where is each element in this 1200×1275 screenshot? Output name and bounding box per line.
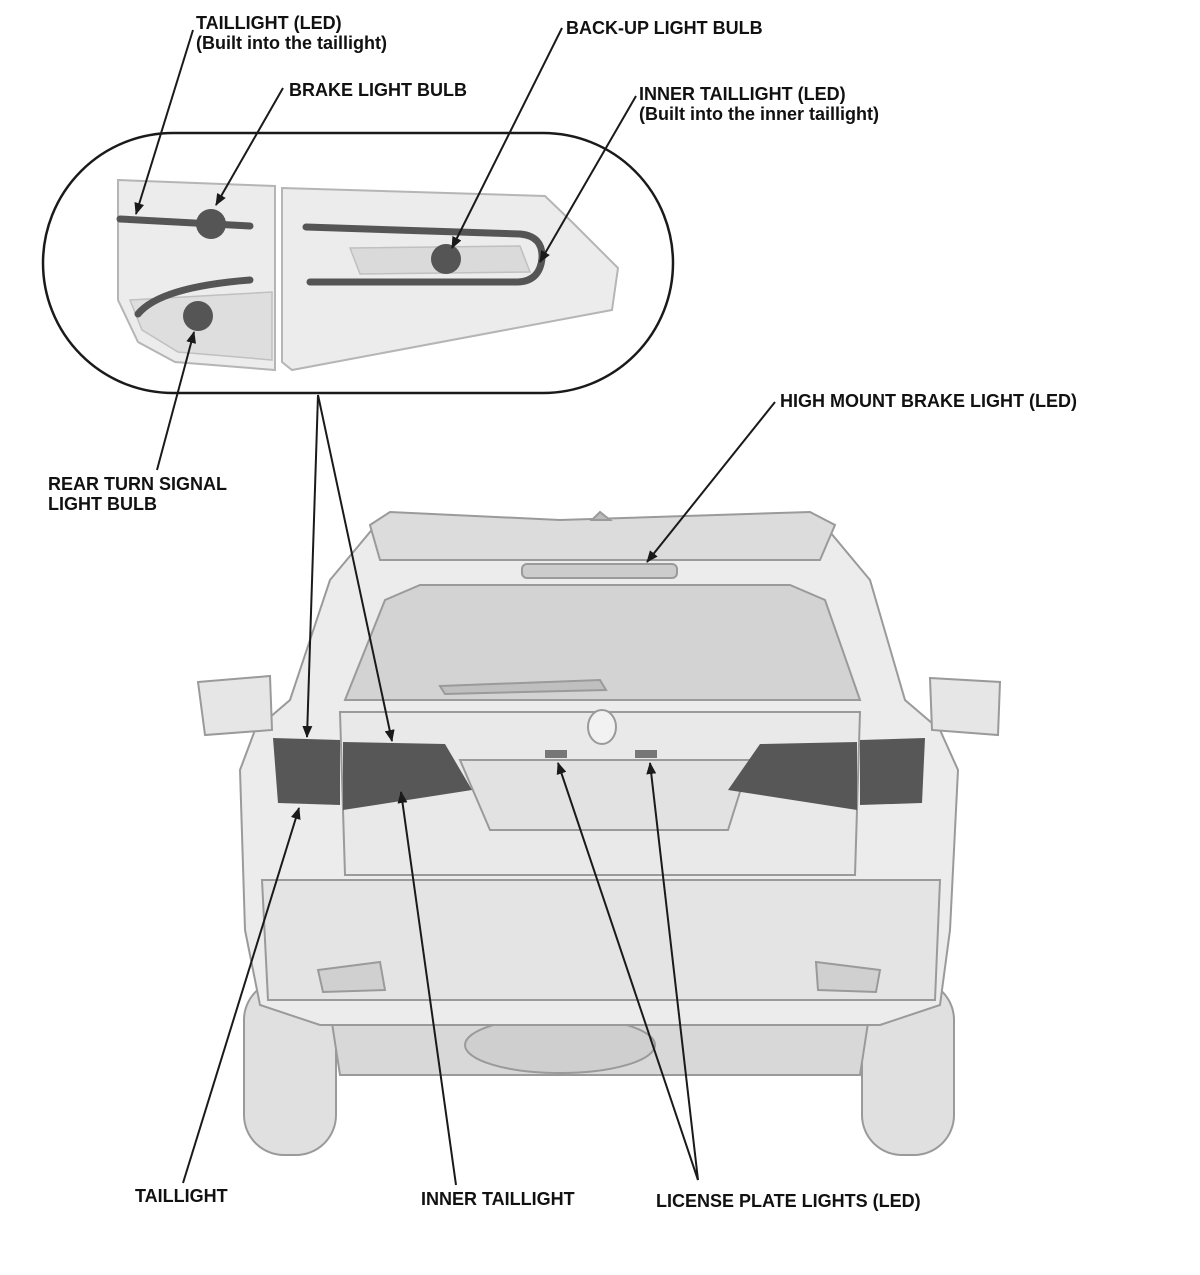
leader-taillight: [182, 807, 301, 1184]
leader-inner-taillight-led: [539, 95, 637, 263]
backup-light-bulb-dot: [431, 244, 461, 274]
taillight-led-strip-upper: [116, 215, 254, 230]
left-license-plate-light: [545, 750, 567, 758]
taillight-led-strip-lower: [134, 276, 254, 318]
leader-inner-taillight: [397, 791, 457, 1186]
leader-high-mount-brake-light: [646, 401, 776, 563]
rear-turn-signal-bulb-dot: [183, 301, 213, 331]
vehicle-rear-view: [196, 510, 1002, 1156]
leader-backup-light-bulb: [451, 27, 563, 249]
leader-detail-to-taillight: [302, 394, 319, 738]
label-backup-light-bulb: BACK-UP LIGHT BULB: [566, 18, 763, 38]
right-inner-taillight-lens: [728, 742, 857, 810]
leader-lines: [134, 27, 776, 1186]
left-taillight-lens: [273, 738, 340, 805]
right-taillight-lens: [860, 738, 925, 805]
right-license-plate-light: [635, 750, 657, 758]
brake-light-bulb-dot: [196, 209, 226, 239]
label-taillight-led-line2: (Built into the taillight): [196, 33, 387, 53]
label-inner-taillight-led: INNER TAILLIGHT (LED) (Built into the in…: [639, 84, 879, 124]
label-taillight-led: TAILLIGHT (LED) (Built into the tailligh…: [196, 13, 387, 53]
leader-license-light-right: [646, 762, 699, 1181]
label-rear-turn-signal-line1: REAR TURN SIGNAL: [48, 474, 227, 494]
left-inner-taillight-lens: [343, 742, 472, 810]
leader-brake-light-bulb: [215, 87, 284, 206]
rear-lights: [273, 738, 925, 810]
leader-license-light-left: [556, 762, 699, 1181]
label-brake-light-bulb: BRAKE LIGHT BULB: [289, 80, 467, 100]
leader-taillight-led: [134, 29, 194, 215]
label-inner-taillight-led-line1: INNER TAILLIGHT (LED): [639, 84, 846, 104]
leader-rear-turn-signal: [156, 331, 196, 471]
label-rear-turn-signal-line2: LIGHT BULB: [48, 494, 157, 514]
label-high-mount-brake-light: HIGH MOUNT BRAKE LIGHT (LED): [780, 391, 1077, 411]
label-inner-taillight-led-line2: (Built into the inner taillight): [639, 104, 879, 124]
label-rear-turn-signal: REAR TURN SIGNAL LIGHT BULB: [48, 474, 227, 514]
label-license-plate-lights: LICENSE PLATE LIGHTS (LED): [656, 1191, 921, 1211]
leader-detail-to-inner-taillight: [317, 394, 395, 742]
taillight-detail: [116, 178, 620, 372]
label-taillight-led-line1: TAILLIGHT (LED): [196, 13, 342, 33]
label-inner-taillight: INNER TAILLIGHT: [421, 1189, 575, 1209]
label-taillight: TAILLIGHT: [135, 1186, 228, 1206]
